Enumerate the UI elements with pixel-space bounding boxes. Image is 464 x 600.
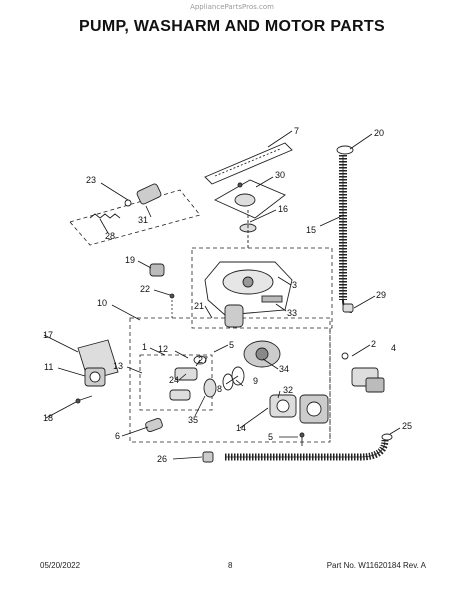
callout-21: 21: [194, 301, 204, 311]
callout-15: 15: [306, 225, 316, 235]
outline-group-23: [69, 189, 201, 246]
part-8-9-rings: [203, 366, 245, 398]
part-6: [145, 417, 163, 433]
callout-3: 3: [292, 280, 297, 290]
part-spray-hub: [214, 179, 286, 219]
callout-7: 7: [294, 126, 299, 136]
part-32-pump: [299, 394, 329, 424]
part-pump-housing: [204, 261, 293, 328]
callout-35: 35: [188, 415, 198, 425]
callout-18: 18: [43, 413, 53, 423]
leader-lines: [43, 130, 401, 460]
part-2-4-assembly: [341, 352, 385, 393]
outline-pump-housing: [191, 247, 333, 329]
part-16-disc: [239, 210, 257, 248]
callout-22: 22: [140, 284, 150, 294]
part-5-screw: [299, 432, 305, 446]
callout-10: 10: [97, 298, 107, 308]
part-11-sensor: [84, 367, 106, 387]
part-23-assembly: [89, 183, 162, 219]
callout-24: 24: [169, 375, 179, 385]
watermark: AppliancePartsPros.com: [190, 3, 274, 11]
page-title: PUMP, WASHARM AND MOTOR PARTS: [79, 18, 385, 35]
callout-labels: 7 20 30 23 16 31 28 15 19 3 22 10 29 21 …: [43, 126, 412, 464]
footer-date: 05/20/2022: [40, 561, 81, 570]
callout-23: 23: [86, 175, 96, 185]
footer-part-no: Part No. W11620184 Rev. A: [326, 561, 426, 570]
callout-26: 26: [157, 454, 167, 464]
callout-25: 25: [402, 421, 412, 431]
part-15-hose: [336, 145, 354, 313]
callout-20: 20: [374, 128, 384, 138]
callout-32: 32: [283, 385, 293, 395]
callout-1: 1: [142, 342, 147, 352]
part-14-pump: [269, 394, 297, 418]
callout-8: 8: [217, 384, 222, 394]
callout-16: 16: [278, 204, 288, 214]
part-34-motor: [243, 340, 281, 368]
callout-4: 4: [391, 343, 396, 353]
callout-5-lower: 5: [268, 432, 273, 442]
callout-27: 27: [198, 355, 208, 365]
callout-12: 12: [158, 344, 168, 354]
callout-5: 5: [229, 340, 234, 350]
part-19: [149, 263, 165, 277]
part-25-drain-hose: [225, 433, 393, 461]
callout-19: 19: [125, 255, 135, 265]
callout-14: 14: [236, 423, 246, 433]
callout-28: 28: [105, 231, 115, 241]
callout-13: 13: [113, 361, 123, 371]
callout-6: 6: [115, 431, 120, 441]
callout-29: 29: [376, 290, 386, 300]
callout-11: 11: [44, 362, 53, 372]
part-26-clamp: [202, 451, 214, 463]
footer-page: 8: [228, 561, 233, 570]
callout-17: 17: [43, 330, 53, 340]
callout-34: 34: [279, 364, 289, 374]
part-22: [169, 293, 175, 318]
callout-31: 31: [138, 215, 148, 225]
callout-30: 30: [275, 170, 285, 180]
callout-33: 33: [287, 308, 297, 318]
part-29-clip: [342, 303, 354, 313]
callout-2: 2: [371, 339, 376, 349]
part-washarm: [204, 142, 293, 185]
callout-9: 9: [253, 376, 258, 386]
part-18-screw: [75, 395, 93, 404]
